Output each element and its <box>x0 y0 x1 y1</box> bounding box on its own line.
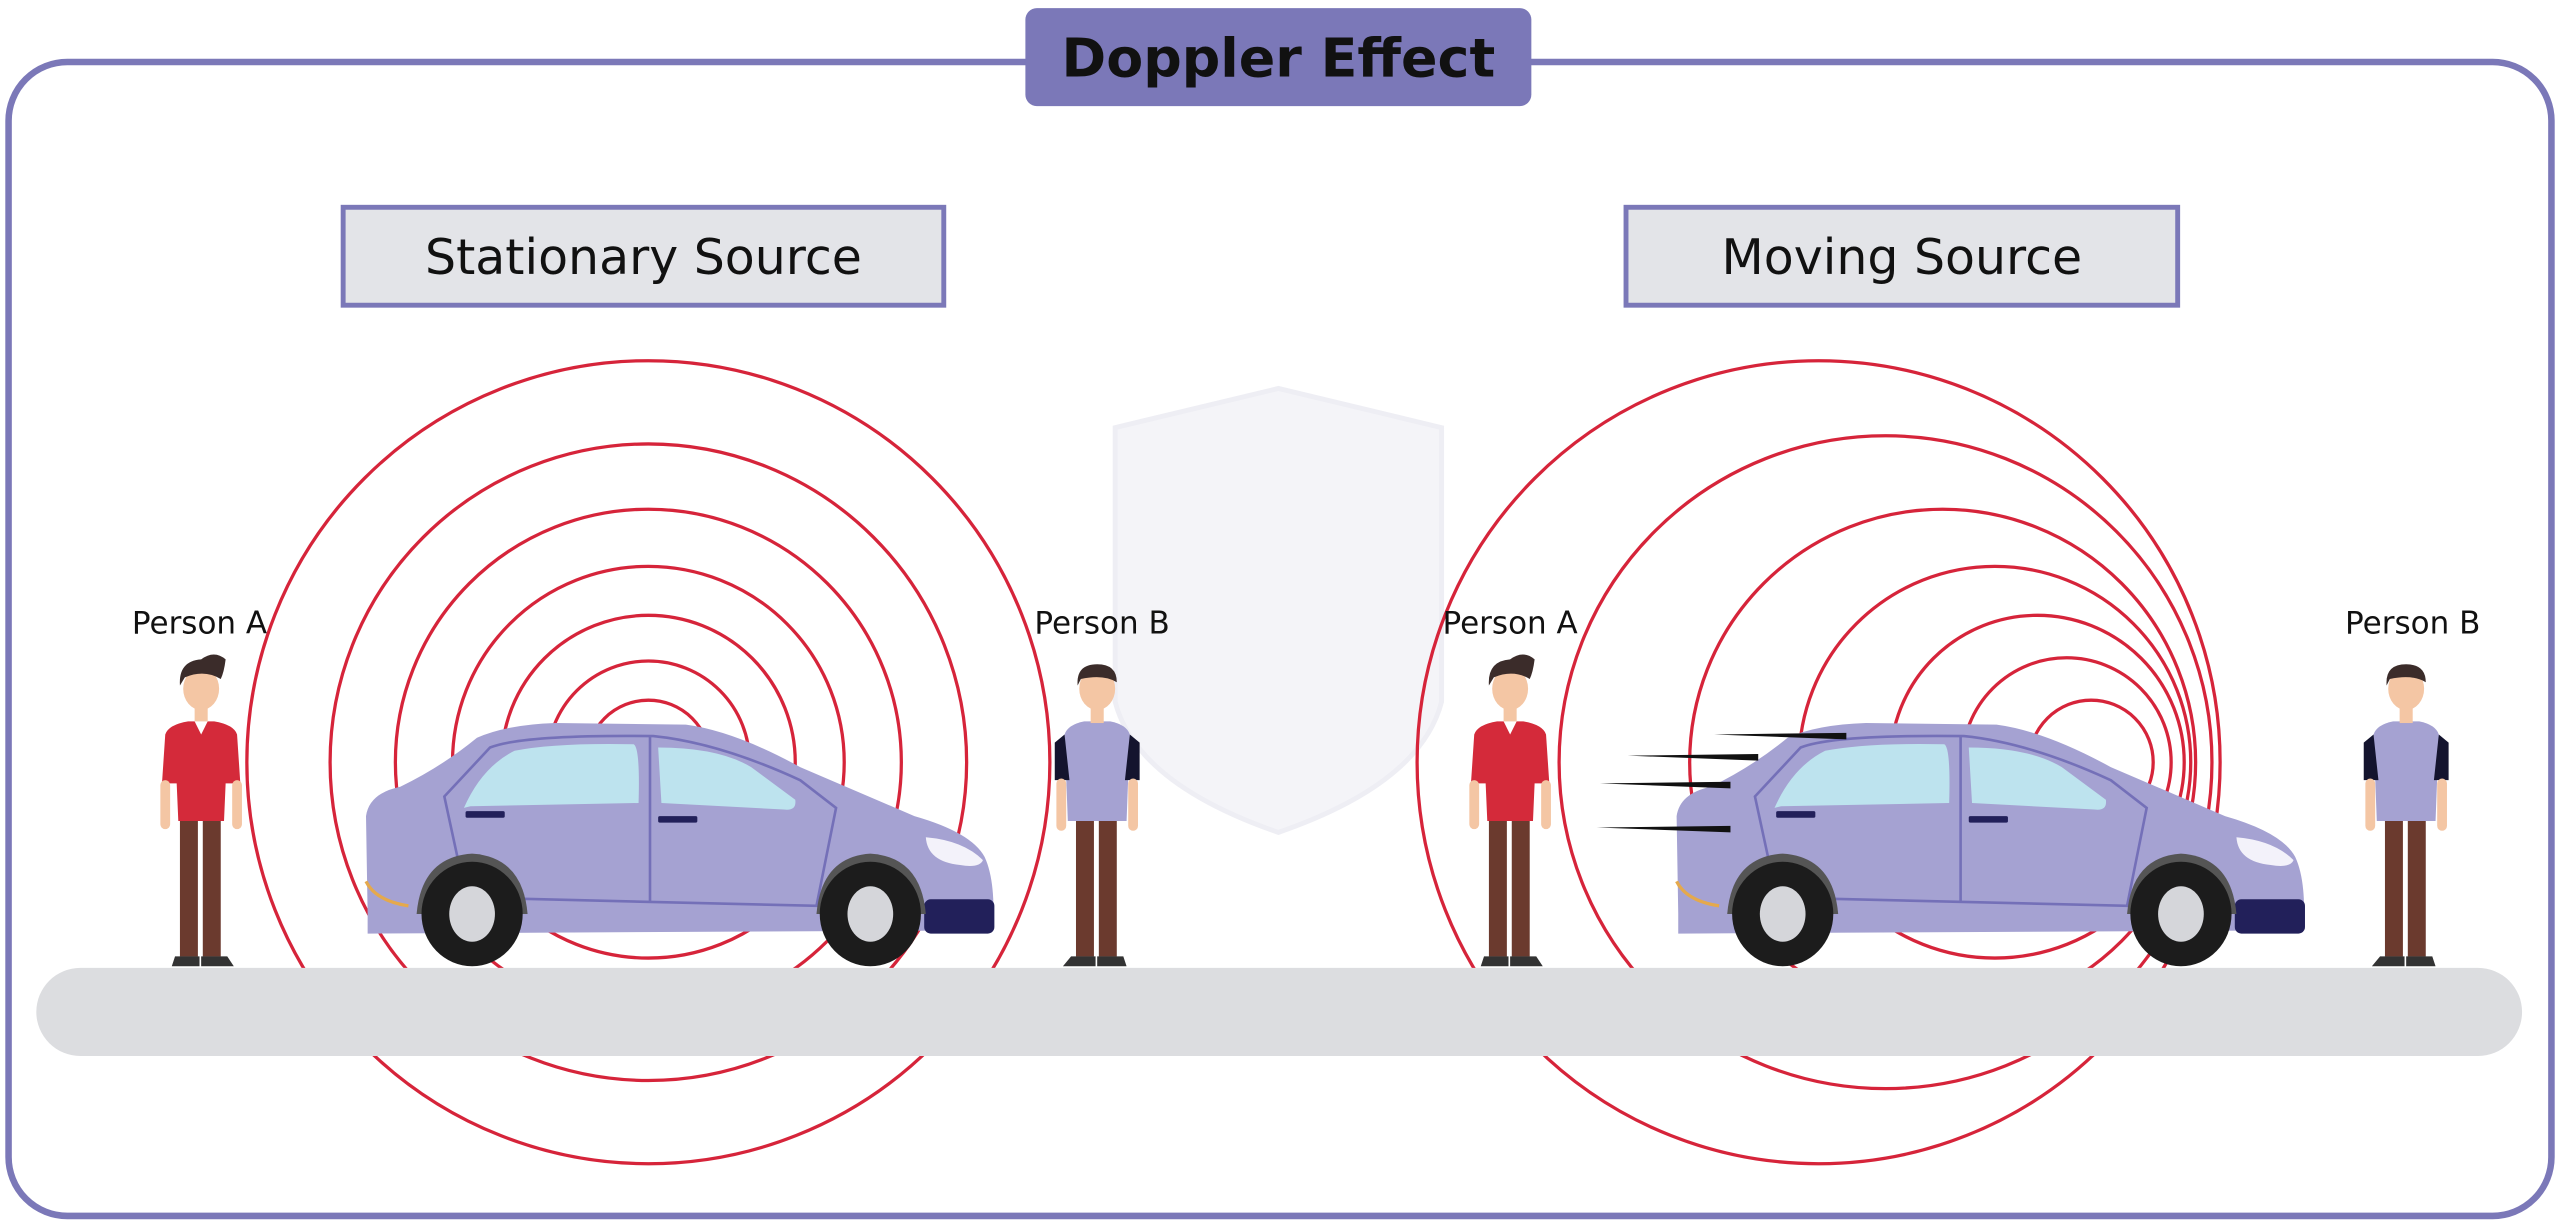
title-banner <box>1025 8 1532 107</box>
person-a-label: Person A <box>132 605 267 641</box>
diagram-title: Doppler Effect <box>1061 27 1495 90</box>
moving-heading: Moving Source <box>1722 229 2083 286</box>
wave-ring <box>1415 359 2222 1166</box>
wave-ring <box>1557 434 2214 1091</box>
stationary-heading: Stationary Source <box>425 229 862 286</box>
person-a-label: Person A <box>1443 605 1578 641</box>
stationary-heading-box <box>340 204 947 308</box>
person-b-label: Person B <box>1034 605 1169 641</box>
moving-heading-box <box>1623 204 2181 308</box>
person-b-label: Person B <box>2345 605 2480 641</box>
wave-ring <box>245 359 1052 1166</box>
road <box>36 967 2523 1056</box>
wave-ring <box>328 442 969 1083</box>
speed-lines-icon <box>1596 732 1847 833</box>
